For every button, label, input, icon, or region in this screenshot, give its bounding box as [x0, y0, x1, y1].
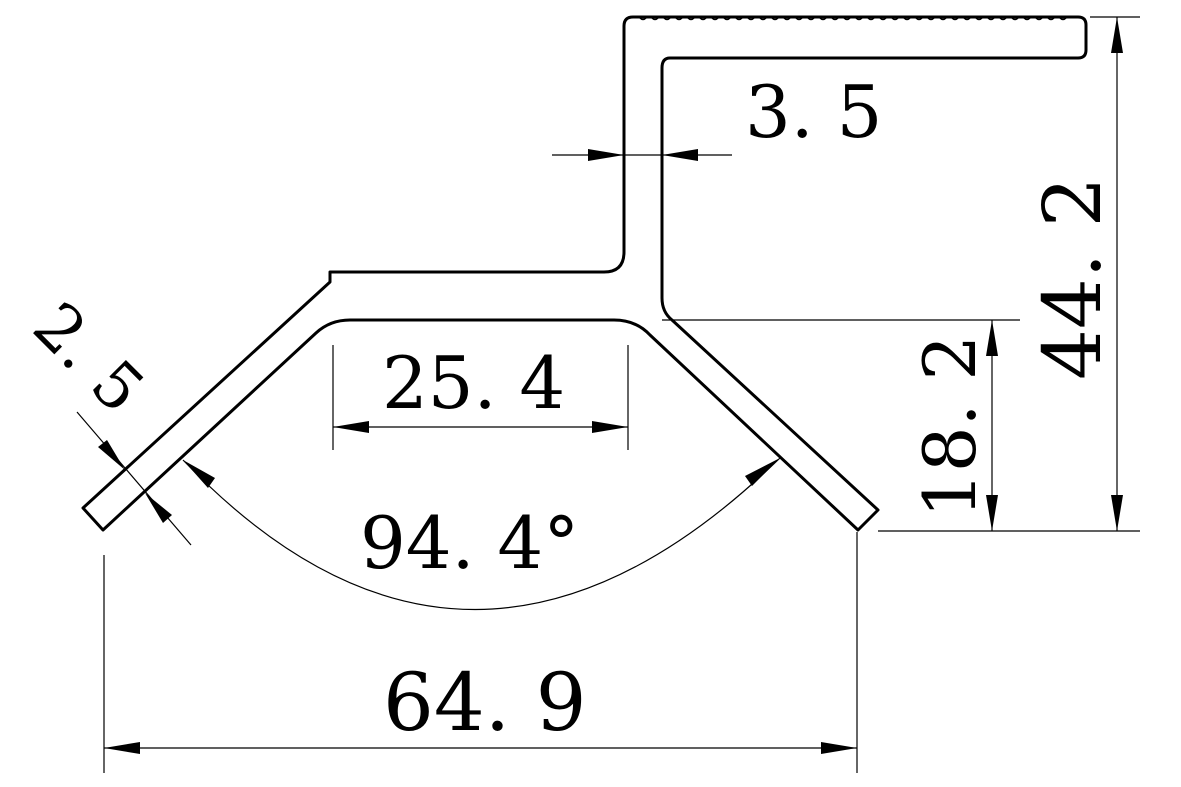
label-3-5: 3. 5 — [745, 70, 882, 154]
dimension-inner-flat-width: 25. 4 — [332, 341, 629, 450]
label-2-5: 2. 5 — [19, 289, 158, 428]
label-18-2: 18. 2 — [908, 335, 992, 518]
dimension-overall-width: 64. 9 — [103, 532, 858, 773]
dimension-overall-height: 44. 2 — [878, 16, 1140, 532]
label-25-4: 25. 4 — [382, 341, 565, 425]
dimension-leg-angle: 94. 4° — [182, 457, 781, 611]
dimension-leg-thickness: 2. 5 — [19, 289, 192, 546]
profile-outline — [81, 15, 1088, 532]
label-64-9: 64. 9 — [383, 656, 587, 749]
label-94-4-deg: 94. 4° — [360, 501, 579, 585]
label-44-2: 44. 2 — [1026, 176, 1119, 380]
knurled-edge — [639, 15, 1067, 21]
dimension-top-wall-thickness: 3. 5 — [552, 70, 882, 161]
dimension-lower-height: 18. 2 — [662, 319, 1020, 531]
